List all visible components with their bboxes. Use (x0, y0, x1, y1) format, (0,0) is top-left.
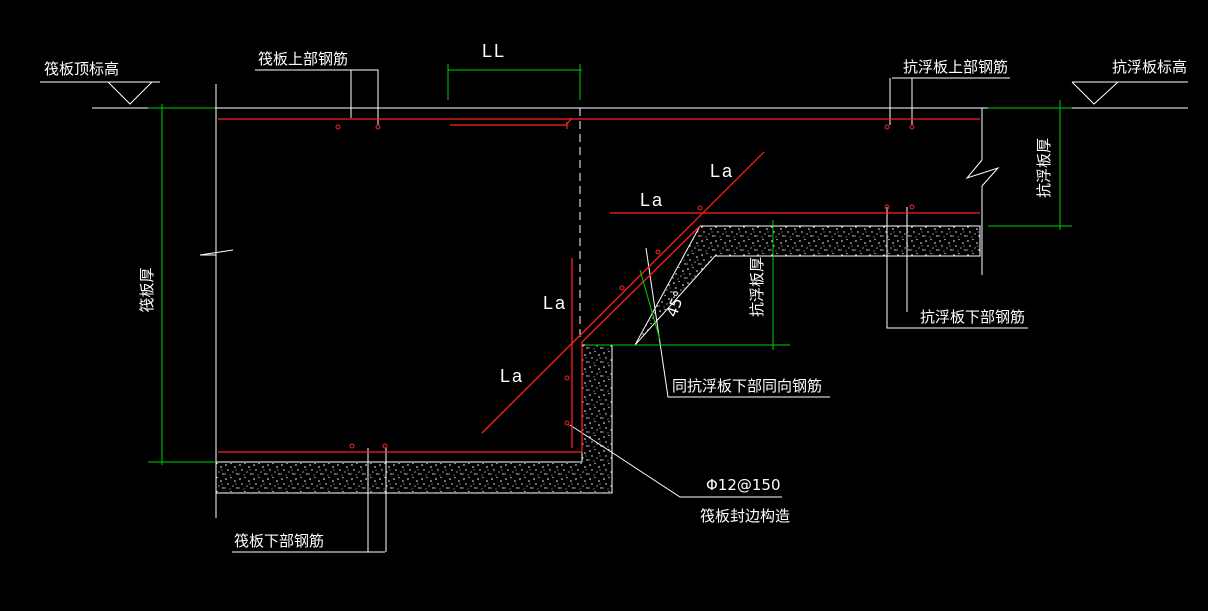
same-direction-rebar-label: 同抗浮板下部同向钢筋 (672, 377, 822, 395)
raft-elevation-symbol (40, 81, 160, 105)
antifloat-elevation-label: 抗浮板标高 (1112, 58, 1187, 76)
anchor-length-label-3: La (543, 293, 567, 313)
dimension-lines (148, 64, 1072, 465)
lap-length-label: LL (482, 41, 506, 61)
antifloat-thickness-mid-label: 抗浮板厚 (748, 257, 766, 317)
raft-top-rebar-label: 筏板上部钢筋 (258, 50, 348, 68)
edge-rebar-spec-label: Φ12@150 (706, 476, 781, 494)
structure-outline (92, 84, 1188, 518)
raft-thickness-label: 筏板厚 (138, 267, 156, 312)
antifloat-elevation-symbol (1071, 81, 1188, 105)
rebar-dots (335, 124, 915, 449)
antifloat-thickness-right-label: 抗浮板厚 (1035, 138, 1053, 198)
anchor-length-label-1: La (710, 161, 734, 181)
raft-bottom-rebar-label: 筏板下部钢筋 (234, 532, 324, 550)
raft-top-elevation-label: 筏板顶标高 (44, 60, 119, 78)
leader-lines (232, 69, 1028, 553)
anchor-length-label-4: La (500, 366, 524, 386)
cushion-layer-hatch (215, 225, 981, 494)
anchor-length-label-2: La (640, 190, 664, 210)
antifloat-bottom-rebar-label: 抗浮板下部钢筋 (920, 308, 1025, 326)
antifloat-top-rebar-label: 抗浮板上部钢筋 (903, 58, 1008, 76)
edge-detail-label: 筏板封边构造 (700, 507, 790, 525)
rebar-lines (218, 117, 980, 453)
